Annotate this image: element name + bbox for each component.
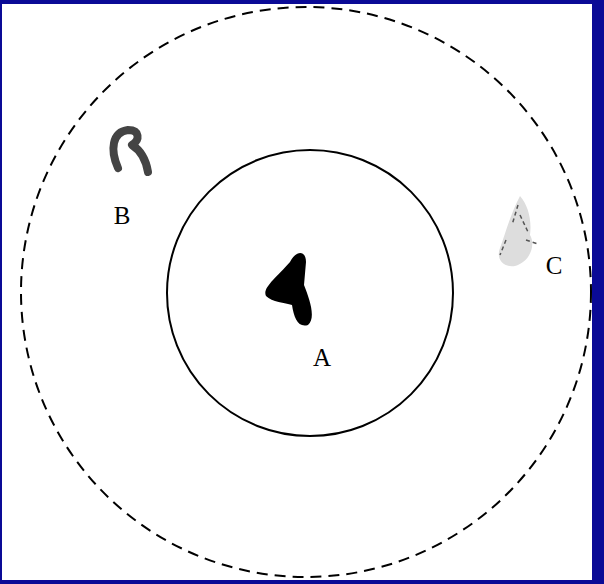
blob-c-outline [500,205,538,255]
label-c: C [546,253,563,278]
label-b: B [114,203,131,228]
outer-dashed-circle [21,7,591,577]
illustration [2,4,592,580]
slide-area: A B C [2,4,592,580]
blob-a [265,253,312,326]
inner-circle [167,150,453,436]
label-a: A [313,345,331,370]
blob-b [113,130,148,172]
